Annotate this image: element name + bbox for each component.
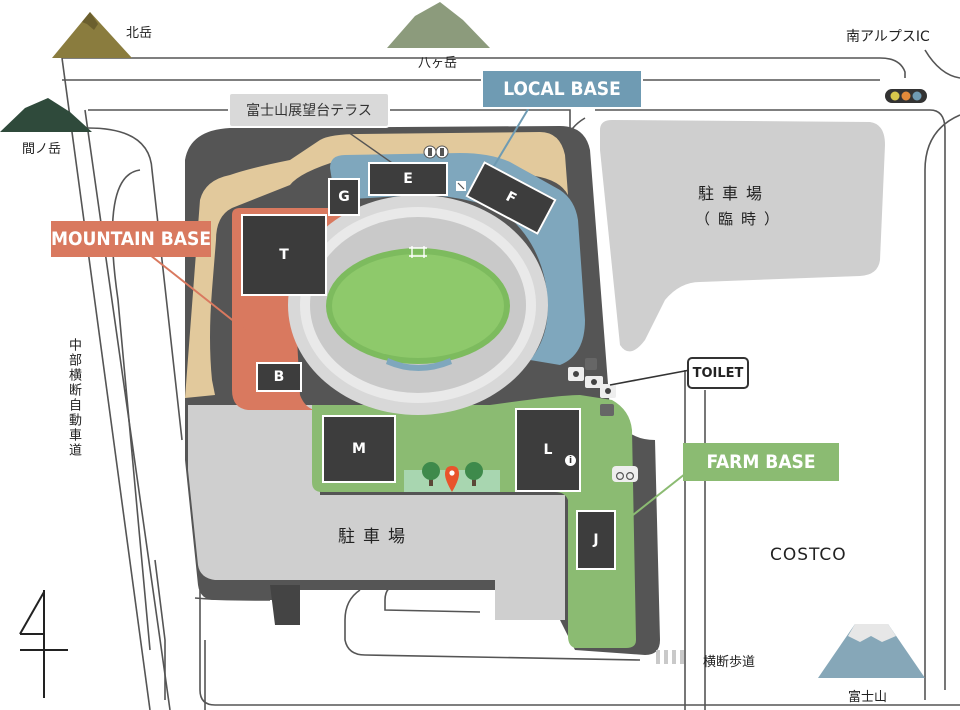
parking-temp-area [600, 120, 885, 352]
block-l: L [515, 408, 581, 492]
label-parking-temp: 駐車場 [698, 184, 771, 203]
bicycle-icon [612, 466, 638, 482]
label-costco: COSTCO [770, 545, 847, 565]
location-pin-icon [445, 466, 459, 492]
tree-icon [422, 462, 440, 486]
traffic-light-icon [885, 89, 927, 103]
label-chubu-odan: 中部横断自動車道 [66, 338, 81, 458]
goal-icon [409, 246, 427, 258]
label-crosswalk: 横断歩道 [703, 655, 756, 670]
north-arrow-icon [19, 590, 68, 698]
block-b: B [256, 362, 302, 392]
crosswalk-icon [656, 650, 684, 664]
block-j: J [576, 510, 616, 570]
toilet-icons [568, 358, 616, 416]
label-parking-temp-note: （臨時） [695, 210, 788, 228]
info-icon: i [565, 455, 576, 466]
mountain-ainodake-icon [0, 98, 92, 132]
fuji-terrace-tag: 富士山展望台テラス [228, 92, 390, 128]
tree-icon [465, 462, 483, 486]
restroom-sign-icon [423, 145, 449, 159]
parking-main-area [188, 405, 565, 620]
label-parking-main: 駐車場 [338, 527, 413, 547]
pond [386, 358, 452, 371]
mountain-yatsugatake-icon [387, 2, 490, 48]
block-e: E [368, 162, 448, 196]
toilet-label: TOILET [687, 357, 749, 389]
sand-path [185, 132, 568, 398]
entrance-marker-icon [456, 181, 466, 191]
label-kitadake: 北岳 [126, 26, 153, 41]
mountain-base-label: MOUNTAIN BASE [51, 221, 211, 257]
local-base-label: LOCAL BASE [481, 69, 643, 109]
mountain-kitadake-icon [52, 12, 132, 58]
block-g: G [328, 178, 360, 216]
label-ainodake: 間ノ岳 [22, 142, 62, 157]
label-yatsugatake: 八ヶ岳 [418, 56, 458, 71]
lower-dark-strip [270, 585, 300, 625]
farm-base-label: FARM BASE [683, 443, 839, 481]
block-m: M [322, 415, 396, 483]
label-fujisan: 富士山 [848, 690, 888, 705]
road-network [61, 49, 960, 710]
label-minami-alps-ic: 南アルプスIC [846, 29, 930, 45]
block-t: T [241, 214, 327, 296]
mountain-fuji-icon [818, 624, 925, 678]
